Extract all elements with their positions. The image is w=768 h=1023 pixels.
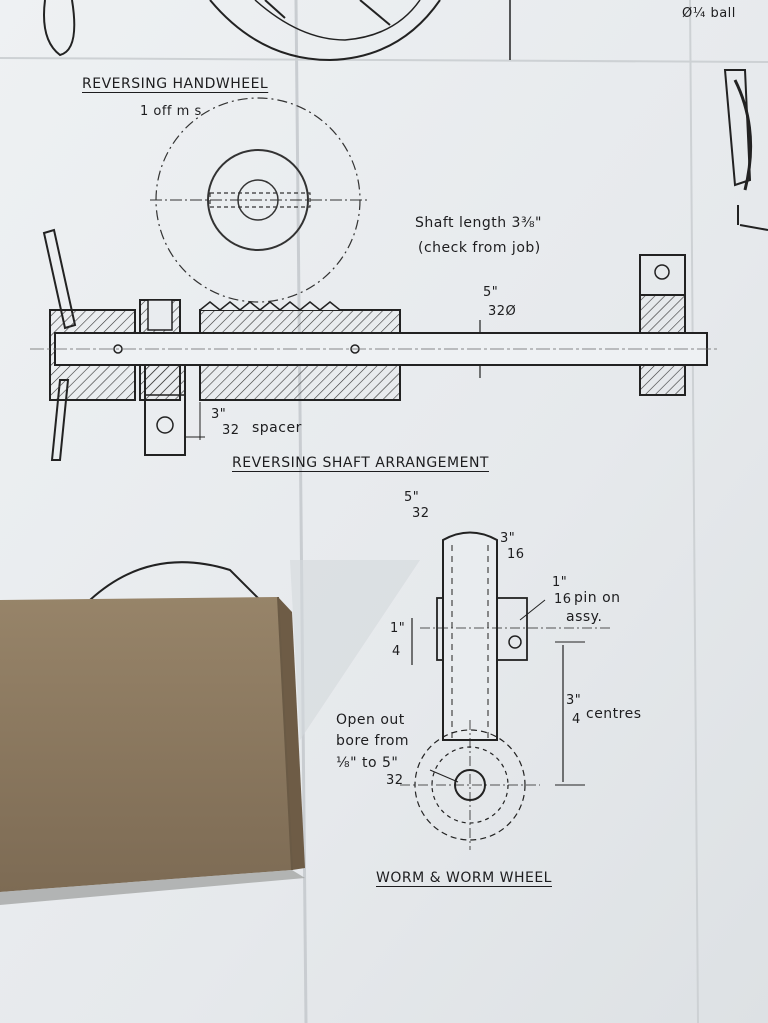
shadow-region	[290, 560, 420, 740]
spacer-numerator: 3"	[211, 407, 227, 422]
pin-note-line-2: assy.	[566, 609, 603, 625]
bore-note-line-4: 32	[386, 773, 404, 788]
shaft-length-check-note: (check from job)	[418, 240, 541, 256]
bore-note-line-1: Open out	[336, 712, 405, 728]
right-edge-fragment	[723, 69, 768, 231]
shaft-arrangement	[30, 254, 720, 456]
partial-wheel-behind-box	[89, 561, 261, 601]
bore-note-line-3: ⅛" to 5"	[336, 755, 399, 771]
top-wheel-fragment	[43, 0, 511, 62]
handwheel-title: REVERSING HANDWHEEL	[82, 76, 269, 92]
pin-size-denominator: 16	[554, 592, 572, 607]
spacer-denominator: 32	[222, 423, 240, 438]
pin-size-numerator: 1"	[552, 575, 568, 590]
worm-side-dim-numerator: 3"	[500, 531, 516, 546]
corner-note: Ø¼ ball	[682, 6, 736, 21]
shaft-length-note: Shaft length 3⅜"	[415, 215, 542, 231]
shaft-diameter-numerator: 5"	[483, 285, 499, 300]
spacer-label: spacer	[252, 420, 302, 436]
centres-dim-numerator: 3"	[566, 693, 582, 708]
worm-top-dim-numerator: 5"	[404, 490, 420, 505]
bore-note-line-2: bore from	[336, 733, 410, 749]
shaft-diameter-denominator: 32Ø	[488, 304, 517, 319]
worm-side-dim-denominator: 16	[507, 547, 525, 562]
worm-drawing	[400, 531, 610, 850]
shaft-arrangement-title: REVERSING SHAFT ARRANGEMENT	[232, 455, 489, 471]
paper-fold-top	[0, 57, 768, 63]
paper-fold-right	[689, 0, 699, 1023]
centres-dim-denominator: 4	[572, 712, 581, 727]
pin-note-line-1: pin on	[574, 590, 621, 606]
centres-label: centres	[586, 706, 642, 722]
handwheel-drawing	[150, 97, 370, 303]
handwheel-subtitle: 1 off m s	[140, 104, 202, 119]
cardboard-box	[0, 596, 305, 905]
worm-top-dim-denominator: 32	[412, 506, 430, 521]
quarter-dim-numerator: 1"	[390, 621, 406, 636]
quarter-dim-denominator: 4	[392, 644, 401, 659]
worm-title: WORM & WORM WHEEL	[376, 870, 552, 886]
